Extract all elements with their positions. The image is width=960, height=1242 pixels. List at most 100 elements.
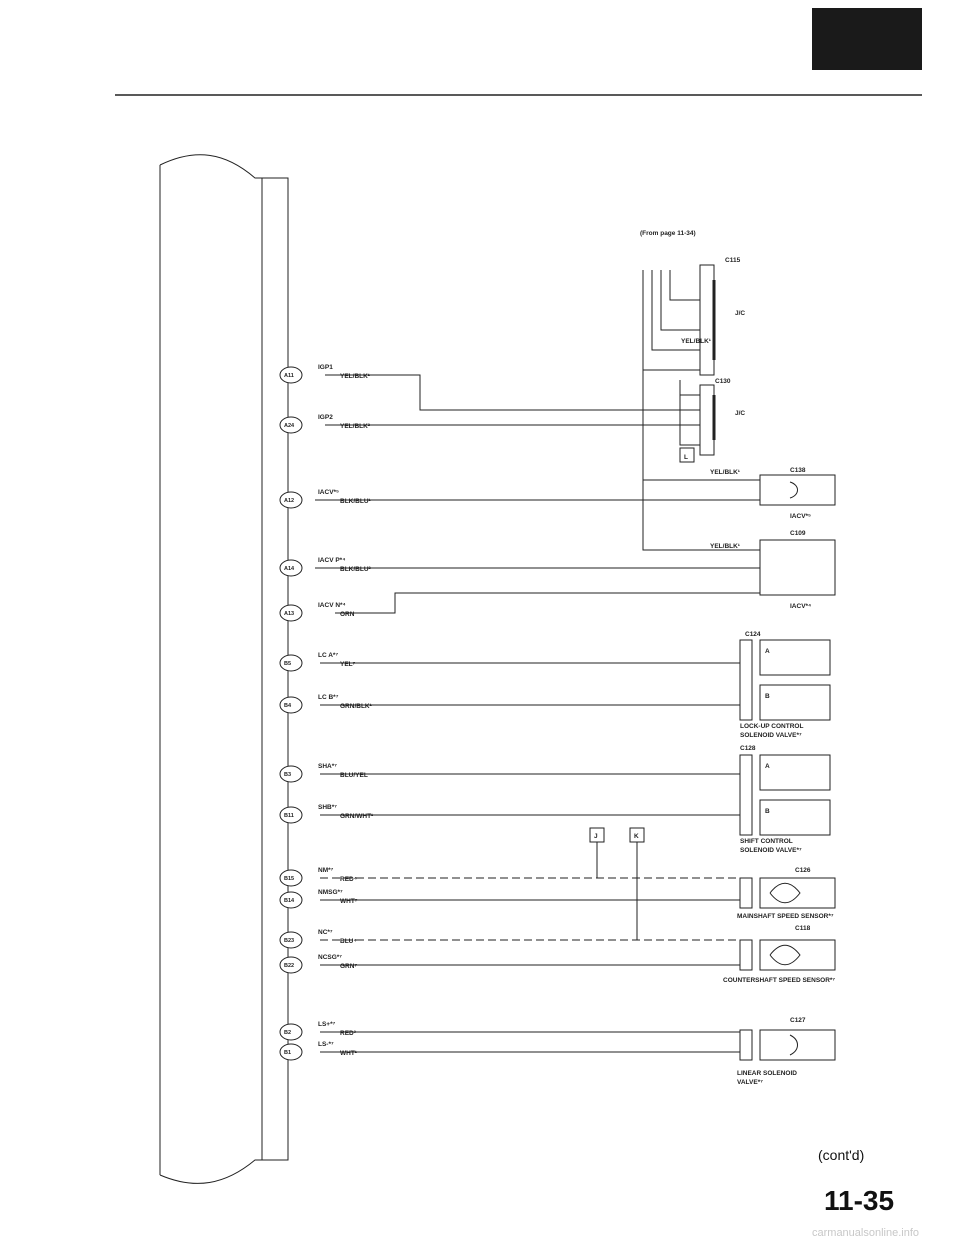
c109-feed (642, 480, 760, 551)
ecm-pin-wire: BLK/BLU¹ (340, 498, 371, 505)
ecm-pin-name: SHA*⁷ (318, 763, 337, 770)
ecm-pin-wire: YEL⁷ (340, 661, 356, 668)
ecm-pin-label: A24 (284, 423, 295, 429)
ecm-pin-name: IGP1 (318, 364, 333, 371)
ecm-pin-name: NCSG*⁷ (318, 954, 342, 961)
ecm-pin-label: B4 (284, 703, 292, 709)
ecm-pin-label: B23 (284, 938, 294, 944)
igp1-wire (325, 374, 700, 411)
c124-a-box (759, 639, 831, 676)
ecm-pin-name: IACV N*⁴ (318, 602, 346, 609)
jc-upper-block (699, 264, 715, 376)
ecm-pin-b11 (279, 806, 303, 824)
c126-sensor (769, 882, 801, 904)
ecm-pin-b1 (279, 1043, 303, 1061)
c128-b-label: B (765, 808, 770, 815)
ecm-pin-label: B2 (284, 1030, 291, 1036)
ecm-pin-label: A13 (284, 611, 294, 617)
ecm-pin-label: B15 (284, 876, 294, 882)
ecm-pin-a11 (279, 366, 303, 384)
ecm-pin-label: B5 (284, 661, 291, 667)
ecm-pin-label: B22 (284, 963, 294, 969)
ecm-pin-name: LS+*⁷ (318, 1021, 336, 1028)
c126-block (739, 877, 753, 909)
c126-box (759, 877, 836, 909)
c118-label: C118 (795, 925, 811, 932)
c118-box (759, 939, 836, 971)
ecm-pin-name: IGP2 (318, 414, 333, 421)
ecm-pin-name: NM*⁷ (318, 867, 334, 874)
ecm-pin-a13 (279, 604, 303, 622)
ecm-pin-b15 (279, 869, 303, 887)
jc-upper-label: J/C (735, 310, 745, 317)
ecm-pin-b5 (279, 654, 303, 672)
c118-sensor (769, 944, 801, 966)
jc-wire-label: YEL/BLK¹ (681, 338, 711, 345)
c127-box (759, 1029, 836, 1061)
lockup-label-1: LOCK-UP CONTROL (740, 723, 803, 730)
c128-a-box (759, 754, 831, 791)
c128-a-label: A (765, 763, 770, 770)
ecm-pin-a24 (279, 416, 303, 434)
ecm-pin-b22 (279, 956, 303, 974)
ecm-pin-label: B3 (284, 772, 291, 778)
shift-label-2: SOLENOID VALVE*⁷ (740, 847, 802, 854)
c138-label: C138 (790, 467, 806, 474)
c109-label: C109 (790, 530, 806, 537)
c128-b-box (759, 799, 831, 836)
ecm-pin-name: NC*⁷ (318, 929, 333, 936)
iacv4-label: IACV*⁴ (790, 603, 811, 610)
c124-label: C124 (745, 631, 761, 638)
ecm-pin-label: A12 (284, 498, 294, 504)
iacv5-label: IACV*⁵ (790, 513, 811, 520)
c127-coil (789, 1034, 798, 1056)
iacv-wire-label: YEL/BLK¹ (710, 469, 740, 476)
c124-b-label: B (765, 693, 770, 700)
c115-label: C115 (725, 257, 741, 264)
page-number: 11-35 (824, 1185, 894, 1216)
ecm-pin-b4 (279, 696, 303, 714)
ecm-pin-b2 (279, 1023, 303, 1041)
c138-box (759, 474, 836, 506)
ecm-pin-b23 (279, 931, 303, 949)
source-note: (From page 11-34) (640, 230, 696, 237)
ecm-pin-wire: GRN/WHT¹ (340, 813, 373, 820)
ecm-pin-wire: WHT¹ (340, 1050, 357, 1057)
jc-lower-label: J/C (735, 410, 745, 417)
ecm-pin-wire: GRN/BLK¹ (340, 703, 372, 710)
c127-block (739, 1029, 753, 1061)
ecm-outline (159, 154, 289, 1184)
c109-wire-label: YEL/BLK¹ (710, 543, 740, 550)
ecm-pin-label: A11 (284, 373, 294, 379)
ecm-pin-wire: WHT⁷ (340, 898, 358, 905)
ecm-pin-a14 (279, 559, 303, 577)
jc-lower-block (699, 384, 715, 456)
ecm-pin-name: LC B*⁷ (318, 694, 339, 701)
c124-a-label: A (765, 648, 770, 655)
ecm-pin-label: B11 (284, 813, 294, 819)
c138-coil (789, 481, 798, 499)
jc-upper-wires (642, 270, 700, 371)
contd-label: (cont'd) (818, 1147, 864, 1163)
ecm-pin-a12 (279, 491, 303, 509)
lockup-label-2: SOLENOID VALVE*⁷ (740, 732, 802, 739)
ecm-pin-wire: YEL/BLK¹ (340, 373, 370, 380)
ecm-pin-wire: RED⁴ (340, 876, 357, 883)
jc-lower-wires (679, 380, 700, 446)
c128-block (739, 754, 753, 836)
c127-label: C127 (790, 1017, 806, 1024)
header-bar (812, 8, 922, 70)
watermark: carmanualsonline.info (812, 1227, 919, 1239)
k-terminal-label: K (634, 833, 639, 840)
ecm-pin-name: LS-*⁷ (318, 1041, 334, 1048)
ecm-pin-name: SHB*⁷ (318, 804, 337, 811)
ecm-pin-wire: YEL/BLK² (340, 423, 371, 430)
jk-taps (596, 842, 638, 940)
linear-label-1: LINEAR SOLENOID (737, 1070, 797, 1077)
c124-block (739, 639, 753, 721)
c109-box (759, 539, 836, 596)
ecm-pin-wire: ORN (340, 611, 355, 618)
j-terminal-label: J (594, 833, 598, 840)
